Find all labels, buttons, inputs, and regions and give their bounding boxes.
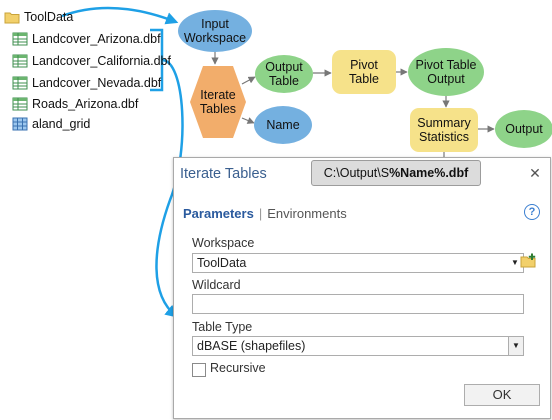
annotation-arrow-root-workspace [61,6,179,25]
node-label: Output Table [265,60,303,88]
table-icon [12,76,28,90]
tree-item-label: Roads_Arizona.dbf [32,97,139,111]
tree-item-label: Landcover_California.dbf [32,54,171,68]
table-type-select[interactable]: dBASE (shapefiles) ▼ [192,336,524,356]
annotation-arrow-files-tabletype [155,58,184,318]
node-summary-statistics[interactable]: Summary Statistics [410,108,478,152]
table-icon [12,54,28,68]
node-label: Pivot Table [349,58,379,86]
tree-root-label: ToolData [24,10,74,24]
tree-item[interactable]: Roads_Arizona.dbf [12,95,138,113]
wildcard-label: Wildcard [192,278,241,292]
node-input-workspace[interactable]: Input Workspace [178,10,252,52]
raster-icon [12,117,28,131]
tab-environments[interactable]: Environments [267,206,347,221]
tab-parameters[interactable]: Parameters [183,206,254,221]
browse-folder-icon[interactable] [520,253,538,269]
table-type-label: Table Type [192,320,253,334]
dialog-title: Iterate Tables [180,166,267,182]
table-type-value: dBASE (shapefiles) [197,339,306,353]
iterate-tables-dialog: Iterate Tables ✕ Parameters | Environments… [173,157,551,419]
recursive-label: Recursive [210,361,266,375]
node-label: Summary Statistics [417,116,471,144]
node-label: Input Workspace [183,17,247,45]
node-label: Name [266,118,300,132]
recursive-checkbox[interactable] [192,363,206,377]
workspace-value: ToolData [197,256,247,270]
workspace-select[interactable]: ToolData ▼ [192,253,524,273]
chevron-down-icon[interactable]: ▼ [508,337,523,355]
table-icon [12,32,28,46]
tree-item[interactable]: aland_grid [12,115,90,133]
connector-iterate-output-table [241,76,256,85]
close-icon[interactable]: ✕ [529,165,541,181]
tree-item-label: aland_grid [32,117,91,131]
tree-item[interactable]: Landcover_Arizona.dbf [12,30,161,48]
connector-iterate-name [241,117,255,124]
node-label: Output [505,122,543,136]
output-path-tooltip: C:\Output\S%Name%.dbf [311,160,481,186]
folder-icon [4,12,20,24]
dialog-tabs: Parameters | Environments [183,206,347,221]
node-pivot-table-output[interactable]: Pivot Table Output [408,48,484,96]
tooltip-path-variable: %Name%.dbf [389,166,469,180]
node-pivot-table[interactable]: Pivot Table [332,50,396,94]
node-label: Pivot Table Output [415,58,477,86]
tree-root-folder[interactable]: ToolData [4,8,73,26]
help-icon[interactable]: ? [524,204,540,220]
node-output-table[interactable]: Output Table [255,55,313,93]
tree-item[interactable]: Landcover_Nevada.dbf [12,74,161,92]
node-output[interactable]: Output [495,110,552,148]
node-name[interactable]: Name [254,106,312,144]
workspace-label: Workspace [192,236,255,250]
wildcard-input[interactable] [192,294,524,314]
tab-separator: | [258,206,263,221]
tree-item[interactable]: Landcover_California.dbf [12,52,171,70]
tree-item-label: Landcover_Arizona.dbf [32,32,161,46]
table-icon [12,97,28,111]
tooltip-path-prefix: C:\Output\S [323,166,390,180]
tree-item-label: Landcover_Nevada.dbf [32,76,162,90]
node-iterate-tables[interactable] [188,64,248,140]
chevron-down-icon[interactable]: ▼ [511,258,519,267]
ok-button[interactable]: OK [464,384,540,406]
